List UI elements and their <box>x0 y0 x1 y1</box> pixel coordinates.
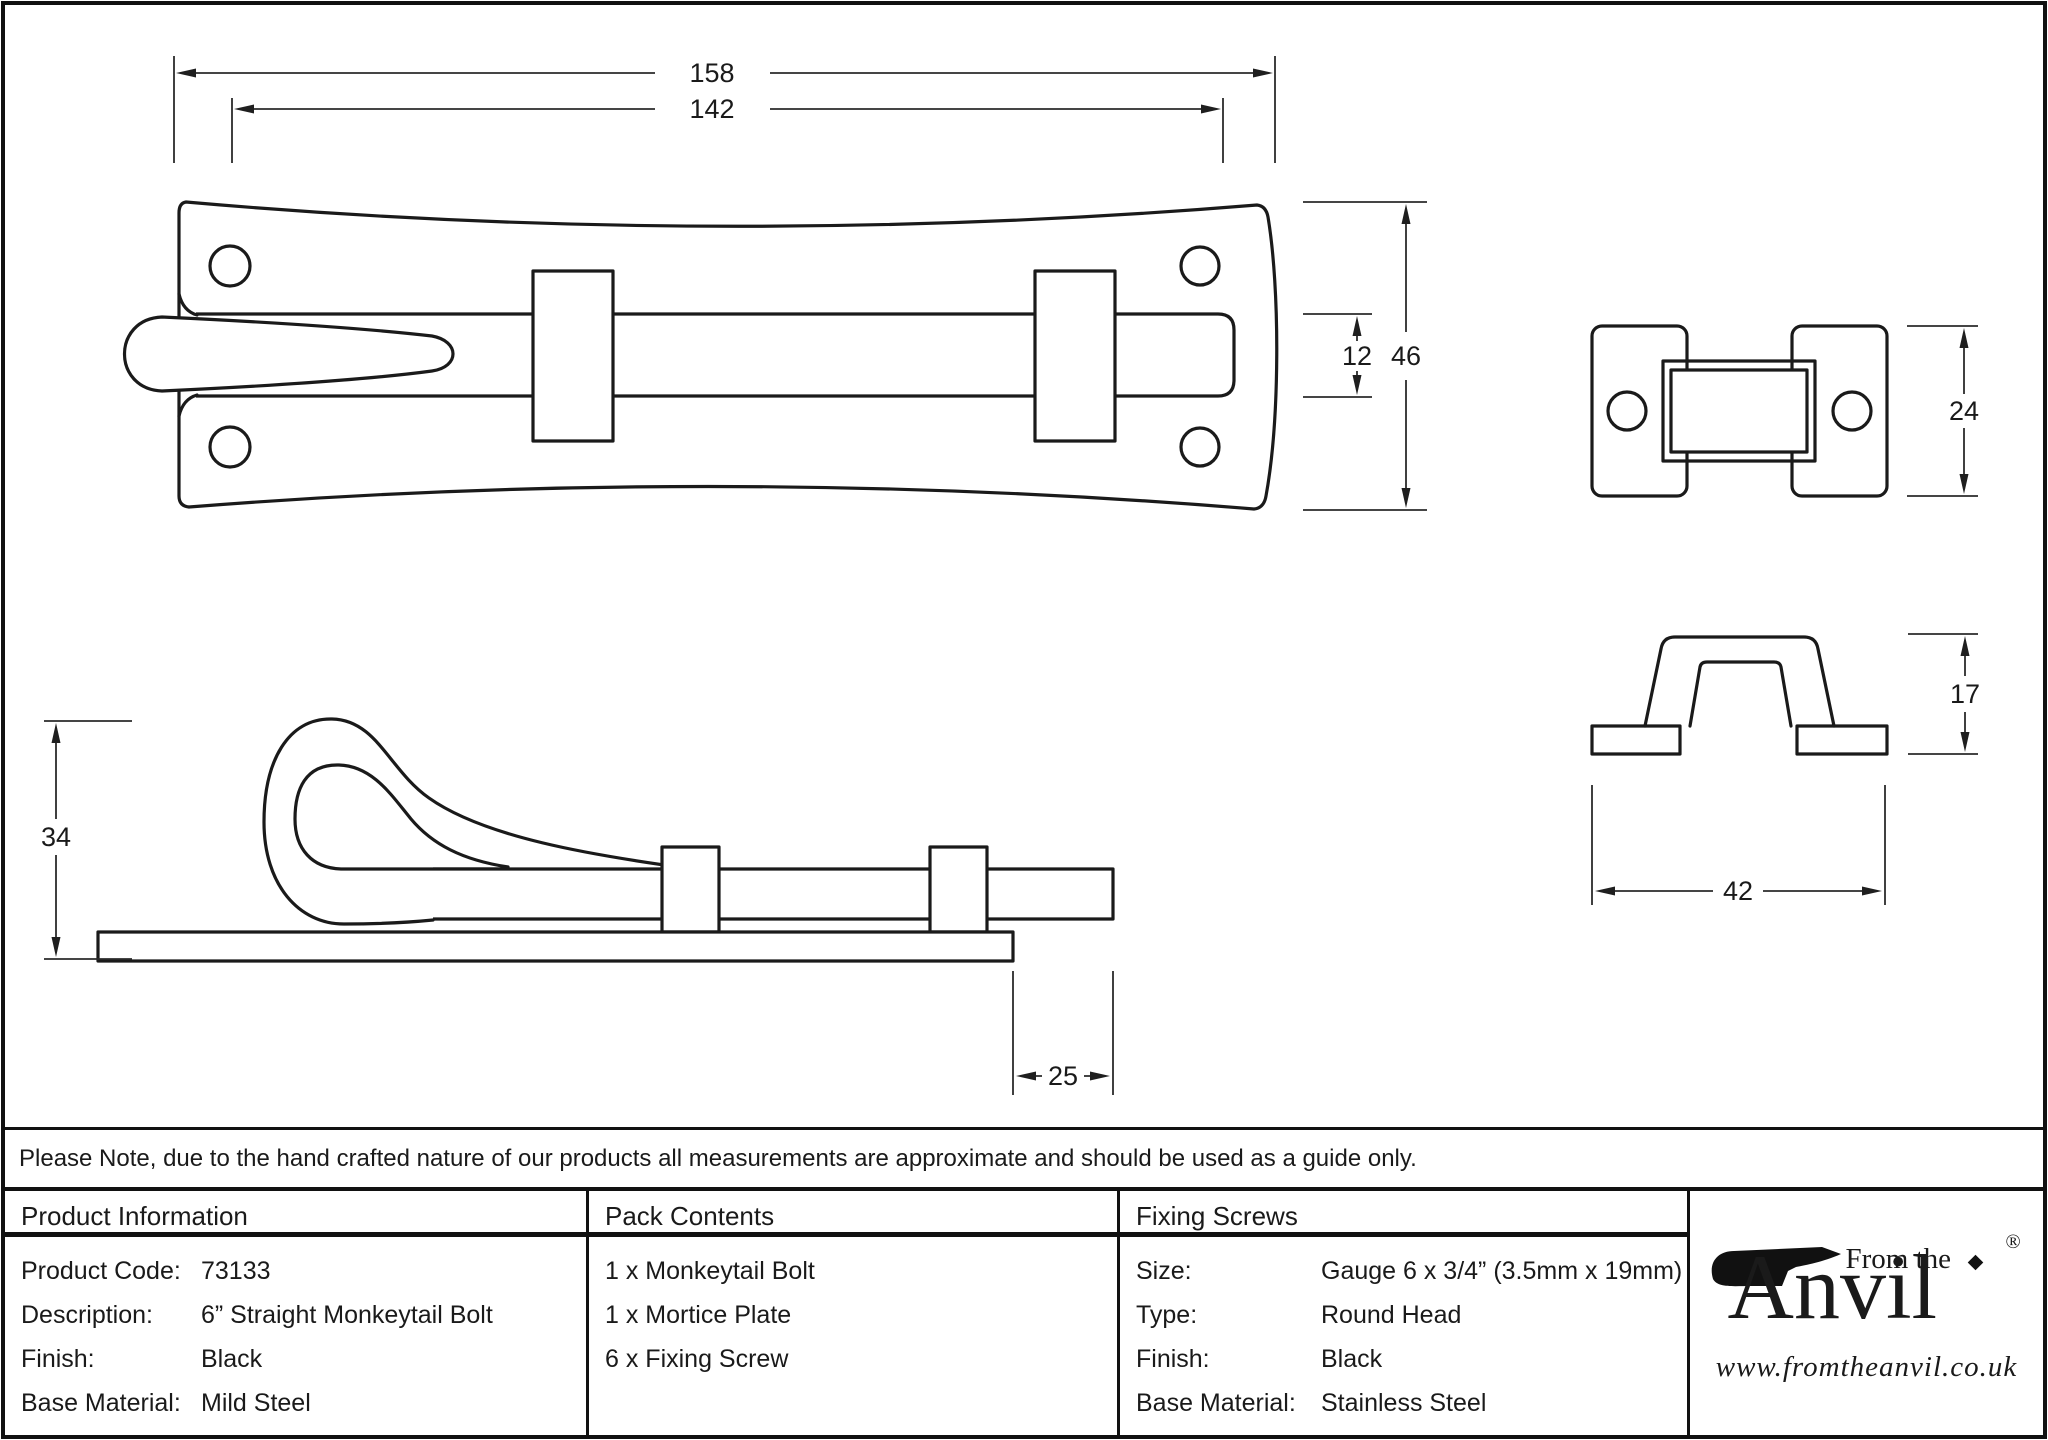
dimension-mortice-side-height: 17 <box>1908 633 1980 755</box>
row-value: Black <box>201 1344 263 1373</box>
dimension-side-height: 34 <box>41 720 132 960</box>
dim-label-42: 42 <box>1723 876 1753 906</box>
mortice-plate-front-view: 24 <box>1590 324 1979 498</box>
row-value: 6” Straight Monkeytail Bolt <box>201 1300 493 1329</box>
info-row: Finish: Black <box>21 1337 586 1381</box>
bolt-rod <box>196 312 1236 398</box>
screw-hole <box>1179 426 1221 468</box>
row-label: Description: <box>21 1300 153 1329</box>
info-row: Base Material: Stainless Steel <box>1136 1381 1687 1425</box>
dim-label-46: 46 <box>1391 341 1421 371</box>
dim-label-12: 12 <box>1342 341 1372 371</box>
screw-hole <box>1831 390 1873 432</box>
info-row: Product Code: 73133 <box>21 1249 586 1293</box>
diamond-icon <box>1967 1254 1983 1271</box>
dim-label-24: 24 <box>1949 396 1979 426</box>
row-value: Gauge 6 x 3/4” (3.5mm x 19mm) <box>1321 1256 1683 1285</box>
dimension-plate-height: 46 <box>1303 201 1427 511</box>
dim-label-158: 158 <box>689 58 734 88</box>
fixing-screws-cell: Size: Gauge 6 x 3/4” (3.5mm x 19mm) Type… <box>1120 1237 1690 1435</box>
dim-label-34: 34 <box>41 822 71 852</box>
mortice-foot <box>1590 724 1682 756</box>
pack-contents-header: Pack Contents <box>589 1191 1120 1237</box>
dimension-mortice-width: 42 <box>1591 785 1886 906</box>
bolt-guide-side <box>660 845 721 934</box>
dimension-bolt-throw: 25 <box>1012 971 1114 1095</box>
info-row: Type: Round Head <box>1136 1293 1687 1337</box>
mortice-bridge-outer <box>1643 635 1836 728</box>
base-plate-side <box>96 930 1015 963</box>
bolt-guide-side <box>928 845 989 934</box>
mortice-box-outer <box>1661 359 1817 463</box>
row-label: Type: <box>1136 1300 1198 1329</box>
info-row: Description: 6” Straight Monkeytail Bolt <box>21 1293 586 1337</box>
fixing-screws-header: Fixing Screws <box>1120 1191 1690 1237</box>
dim-label-142: 142 <box>689 94 734 124</box>
plate-edge-fillet <box>177 292 199 317</box>
monkeytail-curl-inner <box>293 763 510 871</box>
mortice-box-inner <box>1669 368 1809 454</box>
mortice-foot <box>1795 724 1889 756</box>
pack-item: 6 x Fixing Screw <box>605 1344 789 1373</box>
bolt-handle-tab <box>122 315 455 393</box>
logo-prefix: From the <box>1845 1243 1952 1275</box>
side-view: 34 25 <box>41 717 1115 1095</box>
brand-logo: From the ® Anvil www.fromtheanvil.co.uk <box>1690 1191 2043 1435</box>
row-label: Base Material: <box>1136 1388 1296 1417</box>
bolt-rod-side <box>433 867 1115 921</box>
dimension-bolt-width: 12 <box>1303 313 1372 398</box>
dim-label-25: 25 <box>1048 1061 1078 1091</box>
monkeytail-curl-outer <box>262 717 688 926</box>
screw-hole <box>1606 390 1648 432</box>
dimension-mortice-height: 24 <box>1907 325 1979 497</box>
bolt-guide <box>1033 269 1117 443</box>
logo-box: From the ® Anvil www.fromtheanvil.co.uk <box>1702 1231 2032 1403</box>
info-row: Base Material: Mild Steel <box>21 1381 586 1425</box>
row-value: Mild Steel <box>201 1388 311 1417</box>
row-value: Stainless Steel <box>1321 1388 1487 1417</box>
mortice-bridge-inner <box>1688 660 1793 728</box>
registered-mark: ® <box>2005 1231 2021 1253</box>
logo-website: www.fromtheanvil.co.uk <box>1715 1351 2018 1383</box>
note-text: Please Note, due to the hand crafted nat… <box>19 1144 1417 1172</box>
row-value: Round Head <box>1321 1300 1462 1329</box>
info-row: Finish: Black <box>1136 1337 1687 1381</box>
technical-drawing: 158 142 46 <box>41 56 1980 1095</box>
screw-hole <box>1179 245 1221 287</box>
screw-hole <box>208 425 252 469</box>
row-label: Base Material: <box>21 1388 181 1417</box>
row-label: Size: <box>1136 1256 1192 1285</box>
pack-item: 1 x Mortice Plate <box>605 1300 792 1329</box>
row-label: Finish: <box>21 1344 95 1373</box>
mortice-plate-side-view: 17 42 <box>1590 633 1980 906</box>
anvil-icon <box>1711 1247 1841 1287</box>
pack-item: 1 x Monkeytail Bolt <box>605 1256 815 1285</box>
row-label: Product Code: <box>21 1256 181 1285</box>
product-information-header: Product Information <box>5 1191 589 1237</box>
info-row: Size: Gauge 6 x 3/4” (3.5mm x 19mm) <box>1136 1249 1687 1293</box>
dimension-overall-length: 158 <box>173 56 1276 163</box>
info-table: Product Information Pack Contents Fixing… <box>5 1191 2043 1435</box>
note-bar: Please Note, due to the hand crafted nat… <box>5 1127 2043 1191</box>
bolt-guide <box>531 269 615 443</box>
dimension-fixing-centres: 142 <box>231 94 1224 163</box>
pack-contents-cell: 1 x Monkeytail Bolt 1 x Mortice Plate 6 … <box>589 1237 1120 1435</box>
product-information-cell: Product Code: 73133 Description: 6” Stra… <box>5 1237 589 1435</box>
plate-edge-fillet <box>177 393 199 418</box>
logo-brand-name: Anvil <box>1727 1236 1938 1338</box>
row-label: Finish: <box>1136 1344 1210 1373</box>
front-view: 158 142 46 <box>122 56 1427 511</box>
row-value: Black <box>1321 1344 1383 1373</box>
row-value: 73133 <box>201 1256 271 1285</box>
screw-hole <box>208 244 252 288</box>
dim-label-17: 17 <box>1950 679 1980 709</box>
